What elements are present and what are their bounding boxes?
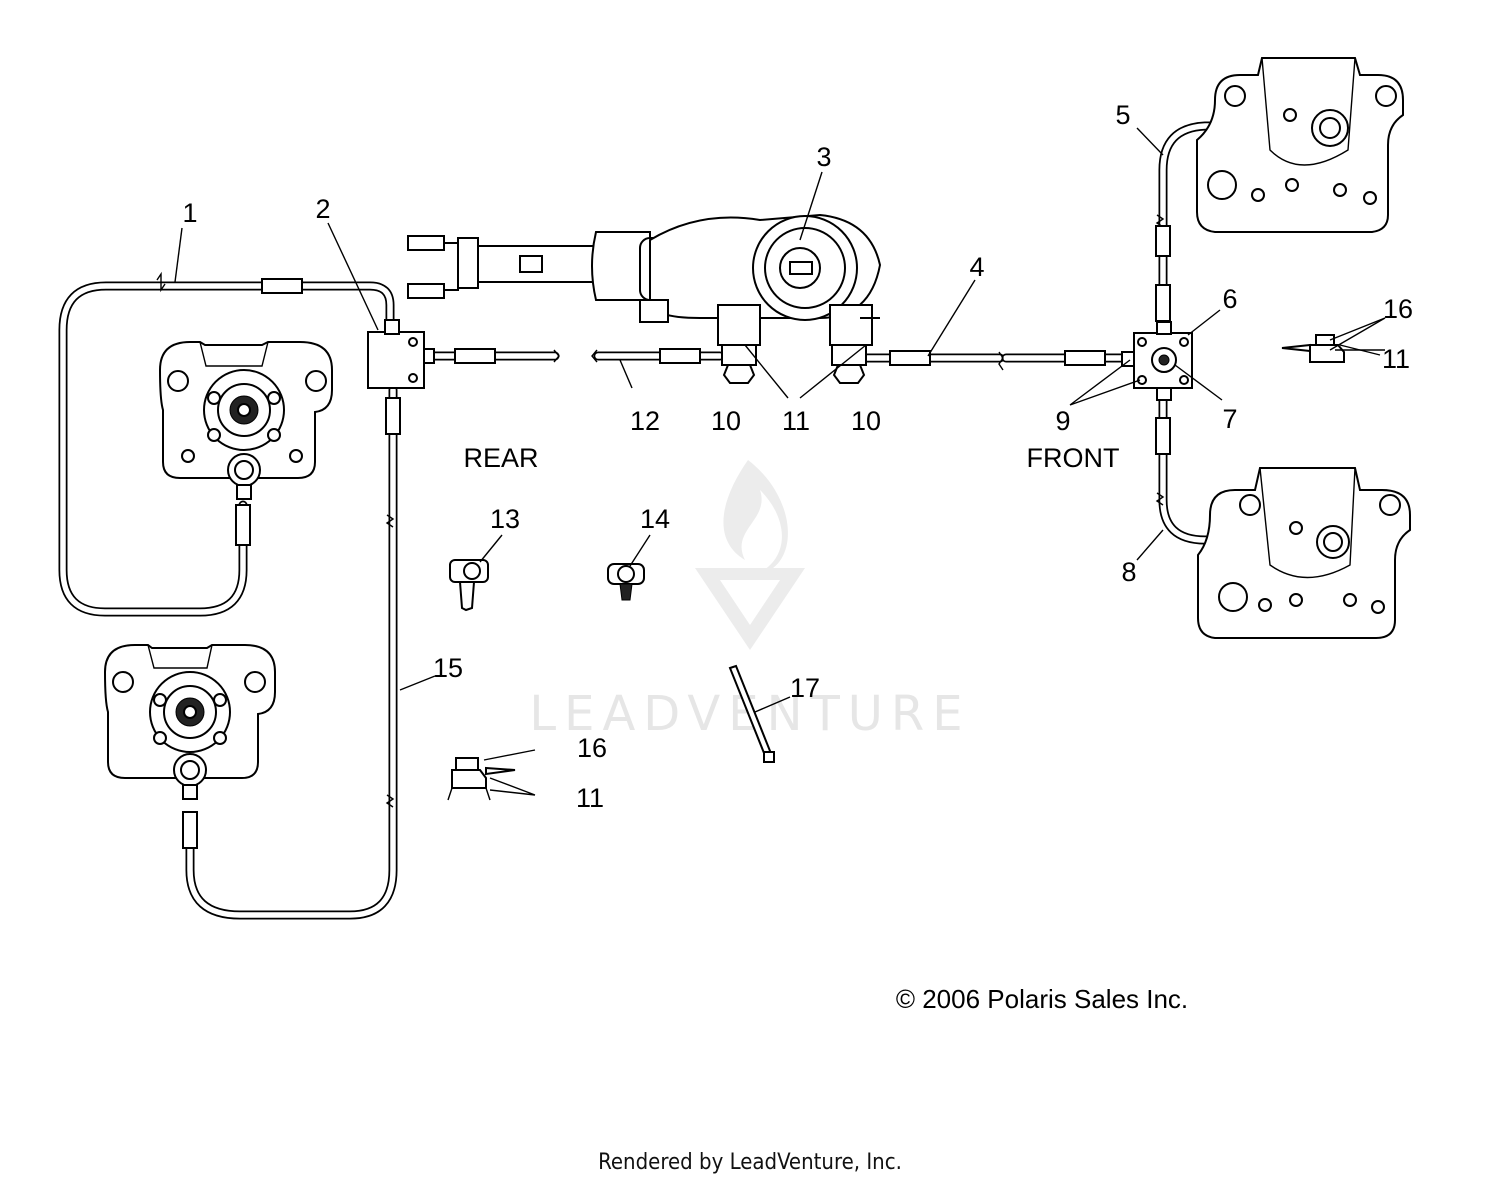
callout-3: 3 (816, 142, 831, 172)
copyright-text: © 2006 Polaris Sales Inc. (896, 984, 1188, 1014)
callout-11-lower: 11 (576, 783, 604, 813)
cable-tie-17 (728, 664, 775, 763)
bolt-washer-16-11-lower (447, 757, 516, 801)
rear-caliper-lower (103, 644, 276, 800)
brake-hoses (58, 118, 1305, 920)
callout-11-right: 11 (1382, 344, 1410, 374)
callout-17: 17 (790, 673, 820, 703)
callout-6: 6 (1222, 284, 1237, 314)
callout-2: 2 (315, 194, 330, 224)
callout-16-right: 16 (1383, 294, 1413, 324)
callout-5: 5 (1115, 100, 1130, 130)
front-caliper-upper (1196, 57, 1404, 233)
clip-13 (449, 559, 489, 612)
callout-11-center: 11 (782, 406, 810, 436)
callout-14: 14 (640, 504, 670, 534)
callouts: 1 2 3 4 5 6 7 8 9 10 10 11 11 11 12 13 1… (182, 100, 1413, 813)
callout-10-right: 10 (851, 406, 881, 436)
callout-10-left: 10 (711, 406, 741, 436)
callout-9: 9 (1055, 406, 1070, 436)
master-cylinder (407, 213, 882, 384)
rear-label: REAR (463, 443, 538, 473)
callout-8: 8 (1121, 557, 1136, 587)
callout-12: 12 (630, 406, 660, 436)
clip-14 (607, 563, 645, 601)
callout-13: 13 (490, 504, 520, 534)
front-junction-block (1121, 321, 1193, 401)
callout-7: 7 (1222, 404, 1237, 434)
footer-rendered-by: Rendered by LeadVenture, Inc. (598, 1150, 902, 1175)
front-label: FRONT (1027, 443, 1120, 473)
bolt-washer-16-11-right (1281, 334, 1345, 363)
callout-16-lower: 16 (577, 733, 607, 763)
rear-junction-block (367, 319, 435, 389)
callout-4: 4 (969, 252, 984, 282)
front-caliper-lower (1197, 467, 1411, 639)
rear-caliper-upper (158, 341, 333, 500)
watermark: LEADVENTURE (529, 460, 963, 742)
callout-1: 1 (182, 198, 197, 228)
leader-lines (174, 127, 1386, 796)
callout-15: 15 (433, 653, 463, 683)
